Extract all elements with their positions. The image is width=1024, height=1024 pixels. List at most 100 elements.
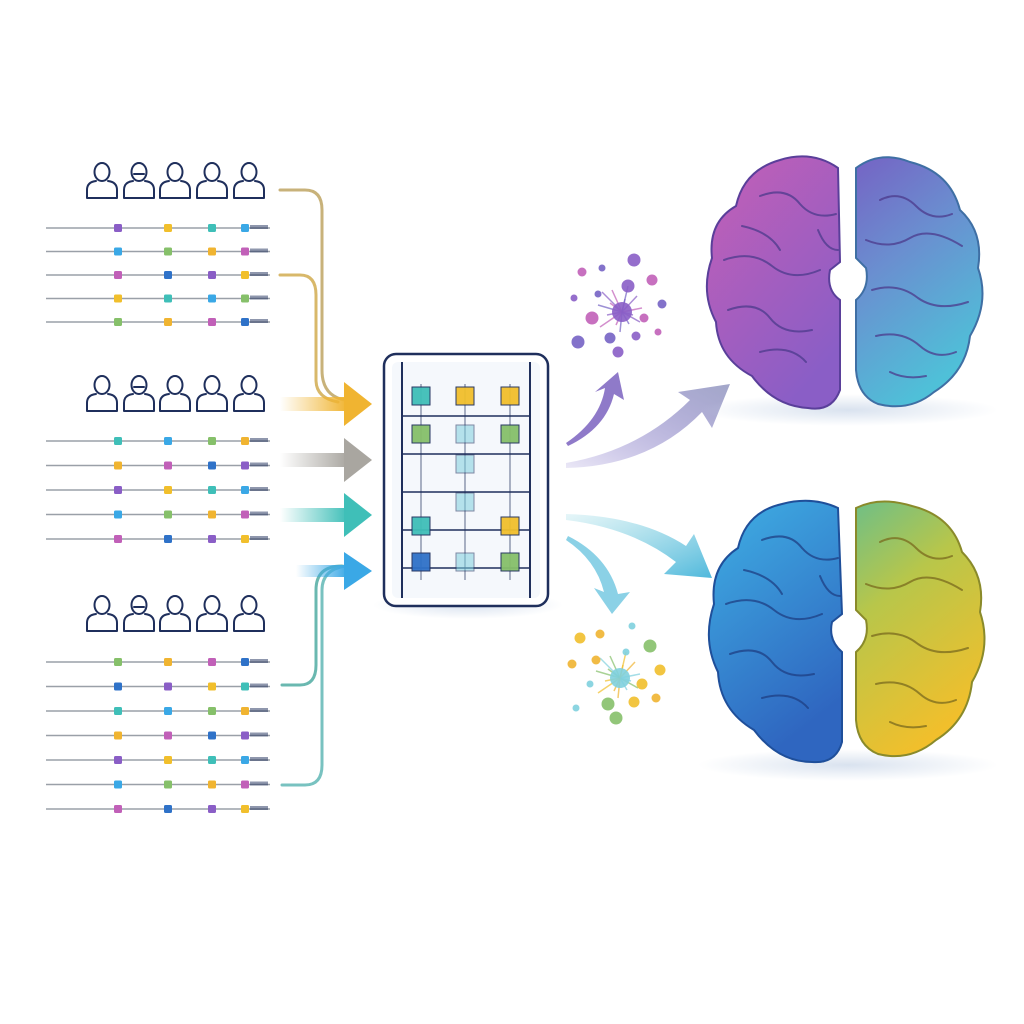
timeline-marker — [241, 486, 249, 494]
person-icon — [123, 595, 155, 632]
timeline-row — [46, 318, 270, 326]
cluster-node — [595, 629, 605, 639]
grid-cell — [500, 516, 520, 536]
row-label-mark — [250, 708, 268, 712]
timeline-marker — [208, 510, 216, 519]
input-arrow-teal — [280, 493, 372, 537]
timeline-marker — [164, 510, 172, 519]
timeline-marker — [208, 271, 216, 279]
brain-top-left-hemisphere — [705, 155, 842, 410]
brain-bottom-right-hemisphere — [855, 500, 986, 758]
timeline-marker — [208, 731, 216, 740]
person-icon — [196, 162, 228, 199]
timeline-marker — [241, 707, 249, 715]
person-icon — [159, 375, 191, 412]
person-icon — [233, 375, 265, 412]
timeline-marker — [164, 247, 172, 256]
cluster-node — [585, 311, 599, 325]
timeline-marker — [114, 224, 122, 232]
timeline-marker — [208, 247, 216, 256]
timeline-marker — [164, 486, 172, 494]
timeline-marker — [164, 756, 172, 764]
person-icon — [123, 162, 155, 199]
timeline-row — [46, 658, 270, 666]
row-label-mark — [250, 248, 268, 253]
timeline-marker — [114, 318, 122, 326]
output-arrows — [566, 372, 730, 614]
brain-top — [698, 155, 998, 426]
timeline-row — [46, 461, 270, 470]
timeline-marker — [164, 780, 172, 789]
timeline-marker — [208, 756, 216, 764]
timeline-marker — [114, 707, 122, 715]
cluster-node — [643, 639, 657, 653]
cluster-node — [654, 664, 666, 676]
timeline-marker — [114, 294, 122, 303]
group-connectors — [278, 188, 347, 787]
output-arrow-large-top — [566, 384, 730, 468]
person-icon — [196, 595, 228, 632]
timeline-row — [46, 437, 270, 445]
row-label-mark — [250, 757, 268, 761]
timeline-marker — [208, 805, 216, 813]
cluster-node — [654, 328, 662, 336]
output-arrow-small-top — [566, 372, 624, 446]
connector-bottom-outer — [280, 564, 344, 687]
timeline-row — [46, 707, 270, 715]
timeline-marker — [114, 461, 122, 470]
cluster-node — [577, 267, 587, 277]
row-label-mark — [250, 225, 268, 229]
grid-cell — [455, 552, 475, 572]
timeline-marker — [241, 224, 249, 232]
timeline-marker — [114, 682, 122, 691]
input-arrow-orange — [280, 382, 372, 426]
row-label-mark — [250, 511, 268, 516]
person-icon — [233, 162, 265, 199]
timeline-marker — [241, 247, 249, 256]
timeline-marker — [164, 318, 172, 326]
brain-bottom-left-hemisphere — [707, 499, 844, 764]
cluster-node — [594, 290, 602, 298]
brain-bottom — [698, 499, 998, 781]
person-icon — [86, 162, 118, 199]
processor-grid — [402, 384, 530, 580]
timeline-marker — [164, 535, 172, 543]
timeline-marker — [114, 731, 122, 740]
cluster-node — [621, 279, 635, 293]
timeline-marker — [164, 707, 172, 715]
timeline-row — [46, 805, 270, 813]
grid-cell — [411, 516, 431, 536]
row-label-mark — [250, 272, 268, 276]
timeline-row — [46, 731, 270, 740]
grid-cell — [455, 492, 475, 512]
cluster-node — [609, 711, 623, 725]
timeline-row — [46, 756, 270, 764]
input-arrows — [280, 382, 372, 590]
person-icon — [86, 375, 118, 412]
timeline-marker — [241, 535, 249, 543]
timeline-marker — [241, 805, 249, 813]
timeline-marker — [208, 682, 216, 691]
output-arrow-small-bottom — [566, 536, 630, 614]
participant-group-3 — [46, 595, 270, 813]
person-icon — [86, 595, 118, 632]
cluster-node — [570, 294, 578, 302]
timeline-marker — [241, 294, 249, 303]
cluster-node — [572, 704, 580, 712]
person-icon — [159, 595, 191, 632]
timeline-row — [46, 535, 270, 543]
cluster-node — [567, 659, 577, 669]
timeline-marker — [208, 224, 216, 232]
timeline-marker — [114, 247, 122, 256]
timeline-marker — [164, 461, 172, 470]
cluster-node — [628, 622, 636, 630]
participant-group-2 — [46, 375, 270, 543]
grid-cell — [500, 424, 520, 444]
timeline-marker — [114, 510, 122, 519]
connector-top-inner — [278, 273, 340, 404]
cluster-multicolor — [567, 622, 666, 725]
timeline-marker — [208, 780, 216, 789]
timeline-marker — [164, 682, 172, 691]
timeline-marker — [164, 731, 172, 740]
